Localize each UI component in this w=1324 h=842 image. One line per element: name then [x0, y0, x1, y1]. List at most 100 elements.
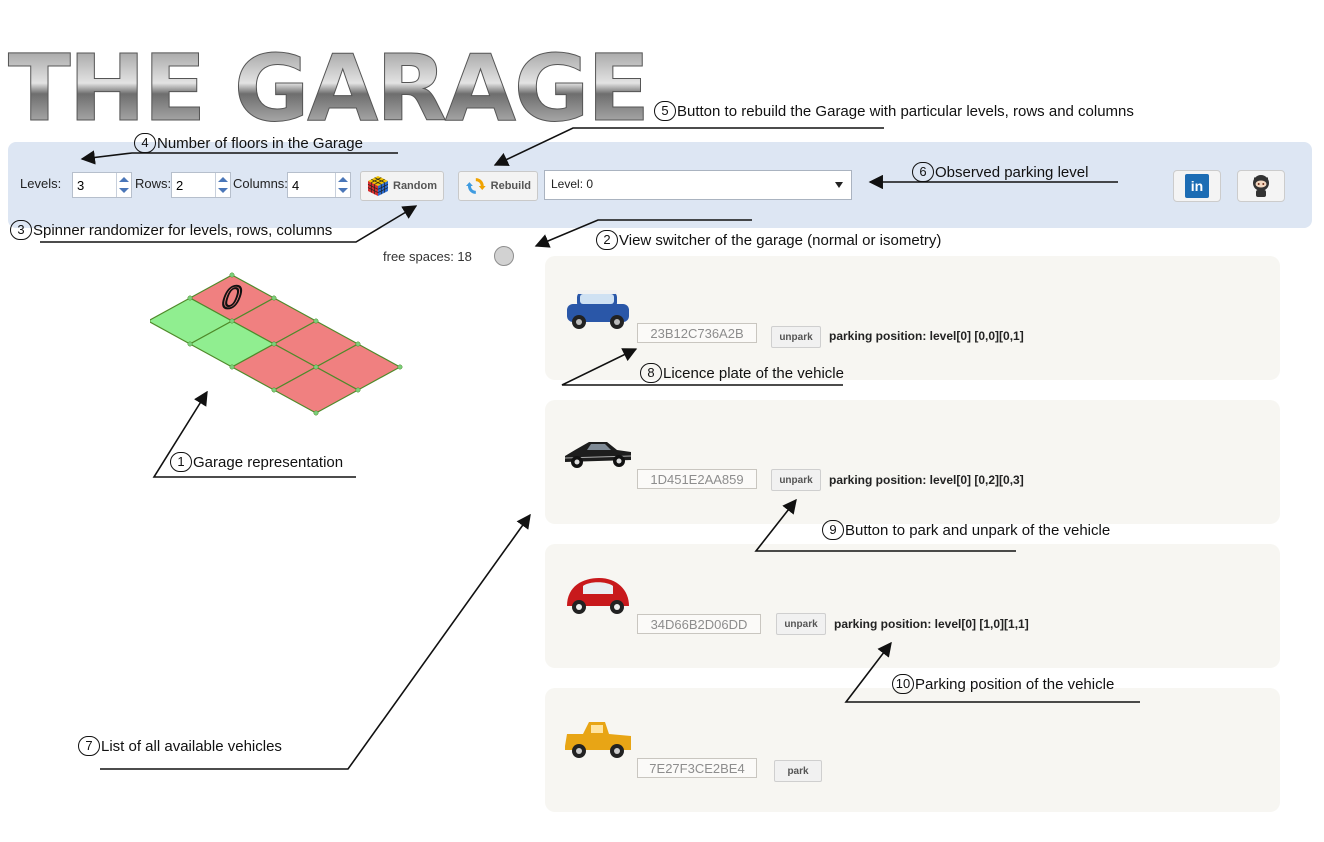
grid-junction — [313, 410, 319, 416]
rows-input[interactable] — [173, 174, 218, 196]
grid-junction — [187, 341, 193, 347]
spinner-down-icon[interactable] — [338, 188, 348, 193]
free-spaces-count: free spaces: 18 — [383, 249, 472, 264]
grid-junction — [397, 364, 403, 370]
spinner-up-icon[interactable] — [119, 177, 129, 182]
rubiks-cube-icon — [367, 176, 389, 196]
github-octocat-icon — [1253, 175, 1269, 197]
annotation-text: Number of floors in the Garage — [157, 134, 363, 152]
annotation-text: Garage representation — [193, 453, 344, 471]
annotation-number: 3 — [10, 220, 32, 240]
rows-spinner-arrows[interactable] — [215, 173, 230, 197]
columns-spinner-arrows[interactable] — [335, 173, 350, 197]
parking-position: parking position: level[0] [1,0][1,1] — [834, 617, 1029, 631]
levels-spinner-arrows[interactable] — [116, 173, 131, 197]
parking-position: parking position: level[0] [0,2][0,3] — [829, 473, 1024, 487]
unpark-button[interactable]: unpark — [771, 469, 821, 491]
annotation-number: 8 — [640, 363, 662, 383]
impala-icon — [564, 442, 632, 468]
mini-cooper-icon — [567, 290, 629, 329]
level-select[interactable]: Level: 0 — [544, 170, 852, 200]
annotation-text: Parking position of the vehicle — [915, 675, 1115, 693]
spinner-down-icon[interactable] — [218, 188, 228, 193]
columns-spinner[interactable] — [287, 172, 351, 198]
random-button-label: Random — [393, 180, 437, 192]
rows-spinner[interactable] — [171, 172, 231, 198]
beetle-icon — [567, 578, 629, 614]
rebuild-button[interactable]: Rebuild — [458, 171, 538, 201]
unpark-button[interactable]: unpark — [776, 613, 826, 635]
licence-plate: 7E27F3CE2BE4 — [637, 758, 757, 778]
annotation-text: Spinner randomizer for levels, rows, col… — [33, 221, 333, 239]
levels-spinner[interactable] — [72, 172, 132, 198]
grid-junction — [271, 387, 277, 393]
grid-junction — [355, 341, 361, 347]
annotation-number: 5 — [654, 101, 676, 121]
grid-junction — [313, 318, 319, 324]
grid-junction — [313, 364, 319, 370]
grid-junction — [229, 272, 235, 278]
annotation-text: List of all available vehicles — [101, 737, 282, 755]
levels-label: Levels: — [20, 176, 62, 191]
chevron-down-icon[interactable] — [835, 182, 843, 188]
levels-input[interactable] — [74, 174, 119, 196]
annotation-number: 7 — [78, 736, 100, 756]
grid-junction — [229, 318, 235, 324]
grid-junction — [229, 364, 235, 370]
rebuild-button-label: Rebuild — [490, 180, 531, 192]
columns-label: Columns: — [233, 176, 288, 191]
annotation-text: Licence plate of the vehicle — [663, 364, 844, 382]
licence-plate: 1D451E2AA859 — [637, 469, 757, 489]
level-select-value: Level: 0 — [551, 177, 594, 191]
garage-representation: 0 — [150, 272, 403, 416]
annotation-arrow-7 — [100, 513, 531, 770]
annotation-text: Observed parking level — [935, 163, 1089, 181]
annotation-text: Button to park and unpark of the vehicle — [845, 521, 1111, 539]
refresh-icon — [465, 178, 486, 194]
grid-junction — [355, 387, 361, 393]
github-button[interactable] — [1237, 170, 1285, 202]
pickup-truck-icon — [565, 722, 631, 758]
spinner-up-icon[interactable] — [338, 177, 348, 182]
parking-position: parking position: level[0] [0,0][0,1] — [829, 329, 1024, 343]
grid-junction — [271, 341, 277, 347]
annotation-number: 6 — [912, 162, 934, 182]
grid-junction — [271, 295, 277, 301]
park-button[interactable]: park — [774, 760, 822, 782]
vehicle-card: 34D66B2D06DD unpark parking position: le… — [545, 544, 1280, 668]
annotation-text: Button to rebuild the Garage with partic… — [677, 102, 1134, 120]
annotation-text: View switcher of the garage (normal or i… — [619, 231, 942, 249]
linkedin-button[interactable]: in — [1173, 170, 1221, 202]
linkedin-icon: in — [1185, 174, 1209, 198]
random-button[interactable]: Random — [360, 171, 444, 201]
licence-plate: 23B12C736A2B — [637, 323, 757, 343]
rows-label: Rows: — [135, 176, 172, 191]
annotation-number: 10 — [892, 674, 914, 694]
columns-input[interactable] — [289, 174, 337, 196]
view-switcher-toggle[interactable] — [494, 246, 514, 266]
annotation-number: 4 — [134, 133, 156, 153]
annotation-number: 9 — [822, 520, 844, 540]
spinner-down-icon[interactable] — [119, 188, 129, 193]
annotation-number: 2 — [596, 230, 618, 250]
app-title: THE GARAGE — [8, 38, 668, 138]
annotation-number: 1 — [170, 452, 192, 472]
vehicle-card: 1D451E2AA859 unpark parking position: le… — [545, 400, 1280, 524]
grid-junction — [187, 295, 193, 301]
licence-plate: 34D66B2D06DD — [637, 614, 761, 634]
vehicle-card: 7E27F3CE2BE4 park — [545, 688, 1280, 812]
app-logo: THE GARAGE — [8, 38, 668, 138]
spinner-up-icon[interactable] — [218, 177, 228, 182]
unpark-button[interactable]: unpark — [771, 326, 821, 348]
vehicle-card: 23B12C736A2B unpark parking position: le… — [545, 256, 1280, 380]
